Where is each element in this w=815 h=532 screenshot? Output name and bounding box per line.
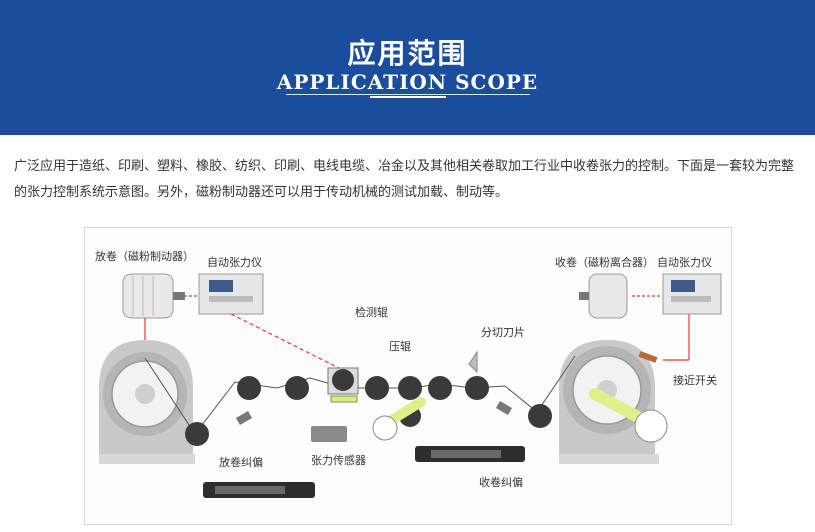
pressure-arm-pivot [372,415,398,441]
roller [465,376,489,400]
unwind-stand-base [99,454,195,464]
signal-lines [144,295,690,369]
unwind-edge-sensor [235,411,253,425]
slitting-blade-label: 分切刀片 [481,326,525,339]
roller [428,376,452,400]
banner-title: 应用范围 [347,37,468,70]
banner-subtitle: APPLICATION SCOPE [276,70,539,94]
rewind-epc-cylinder [415,446,525,462]
web-path [144,355,576,435]
tension-sensor-device [311,426,347,442]
detection-roller-assembly [327,367,359,403]
controller-right-label: 自动张力仪 [657,256,712,269]
banner-divider [286,94,530,95]
rewind-edge-sensor [495,401,513,415]
intro-paragraph: 广泛应用于造纸、印刷、塑料、橡胶、纺织、印刷、电线电缆、冶金以及其他相关卷取加工… [14,159,795,200]
rewind-stand [559,340,655,454]
tension-sensor-label: 张力传感器 [311,454,366,467]
controller-left-label: 自动张力仪 [207,256,262,269]
roller [237,376,261,400]
unwind-stand [99,340,193,454]
rewind-epc-label: 收卷纠偏 [479,476,523,489]
unwind-label: 放卷（磁粉制动器） [95,250,194,263]
rollers [185,376,552,446]
proximity-switch-label: 接近开关 [673,374,717,387]
roller [285,376,309,400]
banner: 应用范围 APPLICATION SCOPE [0,0,815,135]
detection-roller-label: 检测辊 [355,306,388,319]
magnetic-brake [122,273,185,319]
rewind-stand-base [559,454,659,464]
unwind-epc-cylinder [203,482,315,498]
banner-accent [370,96,446,98]
slitting-blade-shape [468,350,478,374]
magnetic-clutch [579,273,628,319]
proximity-switch-device [638,351,658,363]
rewind-label: 收卷（磁粉离合器） [555,256,654,269]
roller [185,422,209,446]
right-controller [662,273,722,315]
tension-control-diagram: 放卷（磁粉制动器） 自动张力仪 收卷（磁粉离合器） 自动张力仪 检测辊 压辊 分… [84,227,732,525]
left-controller [198,273,264,315]
unwind-epc-label: 放卷纠偏 [219,456,263,469]
roller [398,376,422,400]
pressure-roller-label: 压辊 [389,340,411,353]
roller [528,404,552,428]
roller [365,376,389,400]
rewind-arm-roller [634,409,668,443]
diagram-drawing [99,273,722,498]
